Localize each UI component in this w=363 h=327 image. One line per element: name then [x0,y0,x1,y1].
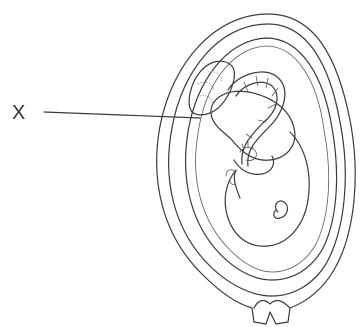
fetal-body [225,132,309,246]
amniotic-membrane-outer [186,38,337,280]
umbilical-cord-edge [236,82,277,164]
cervix [254,301,290,308]
label-x: X [12,102,25,124]
amniotic-membrane-inner [196,46,329,272]
umbilical-cord [228,72,285,166]
fetal-ear [274,201,288,218]
label-x-pointer-line [44,112,200,118]
